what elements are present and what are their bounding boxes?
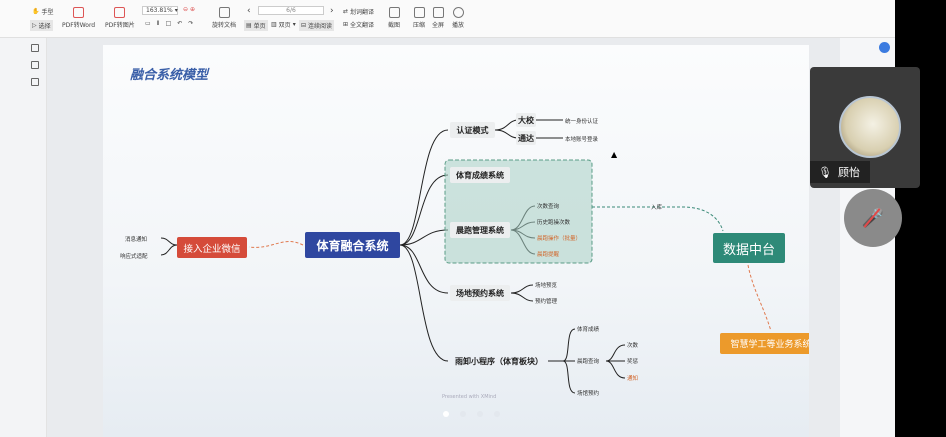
rotate-doc-icon <box>218 7 230 18</box>
leaf: 通知 <box>627 376 639 382</box>
play-button[interactable]: 播放 <box>452 7 464 29</box>
next-page-icon[interactable]: › <box>330 6 334 16</box>
left-sidebar <box>0 38 47 437</box>
word-translate-button[interactable]: ⇄划词翻译 <box>343 8 375 16</box>
single-page-icon: ▤ <box>246 22 252 29</box>
play-icon <box>452 7 464 18</box>
rotate-doc-button[interactable]: 旋转文档 <box>212 7 236 29</box>
cursor-icon: ▷ <box>32 22 37 29</box>
leaf: 响应式适配 <box>120 254 148 260</box>
leaf: 本地账号登录 <box>565 137 599 143</box>
venue-system-node: 场地预约系统 <box>450 285 510 301</box>
mouse-cursor-icon: ▲ <box>611 150 618 159</box>
view-tools: ▭ Ⅱ □ ↶ ↷ <box>145 20 193 27</box>
compress-icon <box>413 7 425 18</box>
zoom-select[interactable]: 163.81%▾ <box>142 6 178 15</box>
fit-width-icon[interactable]: Ⅱ <box>156 20 160 27</box>
leaf: 晨跑提醒 <box>537 252 560 258</box>
assistant-icon[interactable] <box>879 42 890 53</box>
mic-on-icon: 🎙 <box>818 165 832 179</box>
hand-icon: ✋ <box>32 8 40 15</box>
rotate-right-icon[interactable]: ↷ <box>188 20 194 27</box>
pdf-to-image-button[interactable]: PDF转图片 <box>105 7 135 29</box>
fit-page-icon[interactable]: ▭ <box>145 20 151 27</box>
leaf: 晨跑操作（批量） <box>537 236 582 242</box>
run-system-node: 晨跑管理系统 <box>450 222 510 238</box>
auth-child: 通达 <box>516 131 536 145</box>
mic-muted-icon: 🎤 <box>862 208 884 229</box>
center-node: 体育融合系统 <box>305 232 400 258</box>
pdf-to-word-button[interactable]: PDF转Word <box>62 7 95 29</box>
leaf: 体育成绩 <box>577 327 600 333</box>
leaf: 奖惩 <box>627 359 639 365</box>
prev-page-icon[interactable]: ‹ <box>247 6 251 16</box>
page-dot[interactable] <box>494 411 500 417</box>
wechat-node: 接入企业微信 <box>177 237 247 258</box>
translate-doc-icon: ⊞ <box>343 21 349 28</box>
slide-title: 融合系统模型 <box>130 68 209 83</box>
zoom-buttons[interactable]: ⊖⊕ <box>183 6 195 13</box>
double-page-button[interactable]: ▥双页▾ <box>271 21 296 29</box>
page-dot[interactable] <box>477 411 483 417</box>
fullscreen-button[interactable]: 全屏 <box>432 7 444 29</box>
leaf: 晨跑查询 <box>577 359 600 365</box>
participant-label: 🎙 顾怡 <box>810 161 870 183</box>
datacenter-node: 数据中台 <box>713 233 785 263</box>
double-page-icon: ▥ <box>271 21 277 28</box>
zoom-out-icon[interactable]: ⊖ <box>183 6 189 13</box>
page-dot[interactable] <box>460 411 466 417</box>
screenshot-button[interactable]: 截图 <box>388 7 400 29</box>
auth-child: 大校 <box>516 113 536 127</box>
annotation-icon[interactable] <box>31 78 39 86</box>
select-tool[interactable]: ▷选择 <box>30 20 53 31</box>
leaf: 预约管理 <box>535 299 558 305</box>
slide: 融合系统模型 体育融合系统 接入企业微信 消息通知 响应式适配 认证模式 大校 … <box>103 45 809 437</box>
leaf: 场馆预约 <box>577 391 600 397</box>
leaf: 次数查询 <box>537 204 560 210</box>
leaf: 场地预览 <box>535 283 558 289</box>
single-page-button[interactable]: ▤单页 <box>244 20 268 31</box>
thumbnail-icon[interactable] <box>31 61 39 69</box>
translate-icon: ⇄ <box>343 8 349 15</box>
footer-text: Presented with XMind <box>442 394 497 400</box>
bookmark-icon[interactable] <box>31 44 39 52</box>
fullscreen-icon <box>432 7 444 18</box>
leaf: 统一身份认证 <box>565 119 599 125</box>
score-system-node: 体育成绩系统 <box>450 167 510 183</box>
business-node: 智慧学工等业务系统 <box>720 333 809 354</box>
arrow-label: 入库 <box>651 205 663 211</box>
pdf-word-icon <box>73 7 85 18</box>
full-translate-button[interactable]: ⊞全文翻译 <box>343 21 375 29</box>
leaf: 消息通知 <box>125 237 148 243</box>
page-input[interactable]: 6/6 <box>258 6 324 15</box>
continuous-icon: ⊟ <box>301 22 307 29</box>
compress-button[interactable]: 压缩 <box>413 7 425 29</box>
actual-size-icon[interactable]: □ <box>165 20 172 27</box>
mini-program-node: 雨卸小程序（体育板块） <box>455 356 543 366</box>
zoom-in-icon[interactable]: ⊕ <box>190 6 196 13</box>
leaf: 次数 <box>627 343 639 349</box>
video-tile: 🎙 顾怡 <box>810 67 920 188</box>
auth-node: 认证模式 <box>450 122 495 138</box>
slide-pagination <box>443 411 500 417</box>
screenshot-icon <box>388 7 400 18</box>
avatar <box>839 96 901 158</box>
rotate-left-icon[interactable]: ↶ <box>177 20 183 27</box>
toolbar: ✋手型 ▷选择 PDF转Word PDF转图片 163.81%▾ ⊖⊕ ▭ Ⅱ □ ↶… <box>0 0 895 38</box>
leaf: 历史跑操次数 <box>537 220 571 226</box>
chevron-down-icon: ▾ <box>174 7 178 14</box>
page-dot-active[interactable] <box>443 411 449 417</box>
hand-tool[interactable]: ✋手型 <box>32 8 54 16</box>
continuous-read-button[interactable]: ⊟连续阅读 <box>299 20 335 31</box>
mute-button[interactable]: 🎤 <box>844 189 902 247</box>
pdf-image-icon <box>114 7 126 18</box>
